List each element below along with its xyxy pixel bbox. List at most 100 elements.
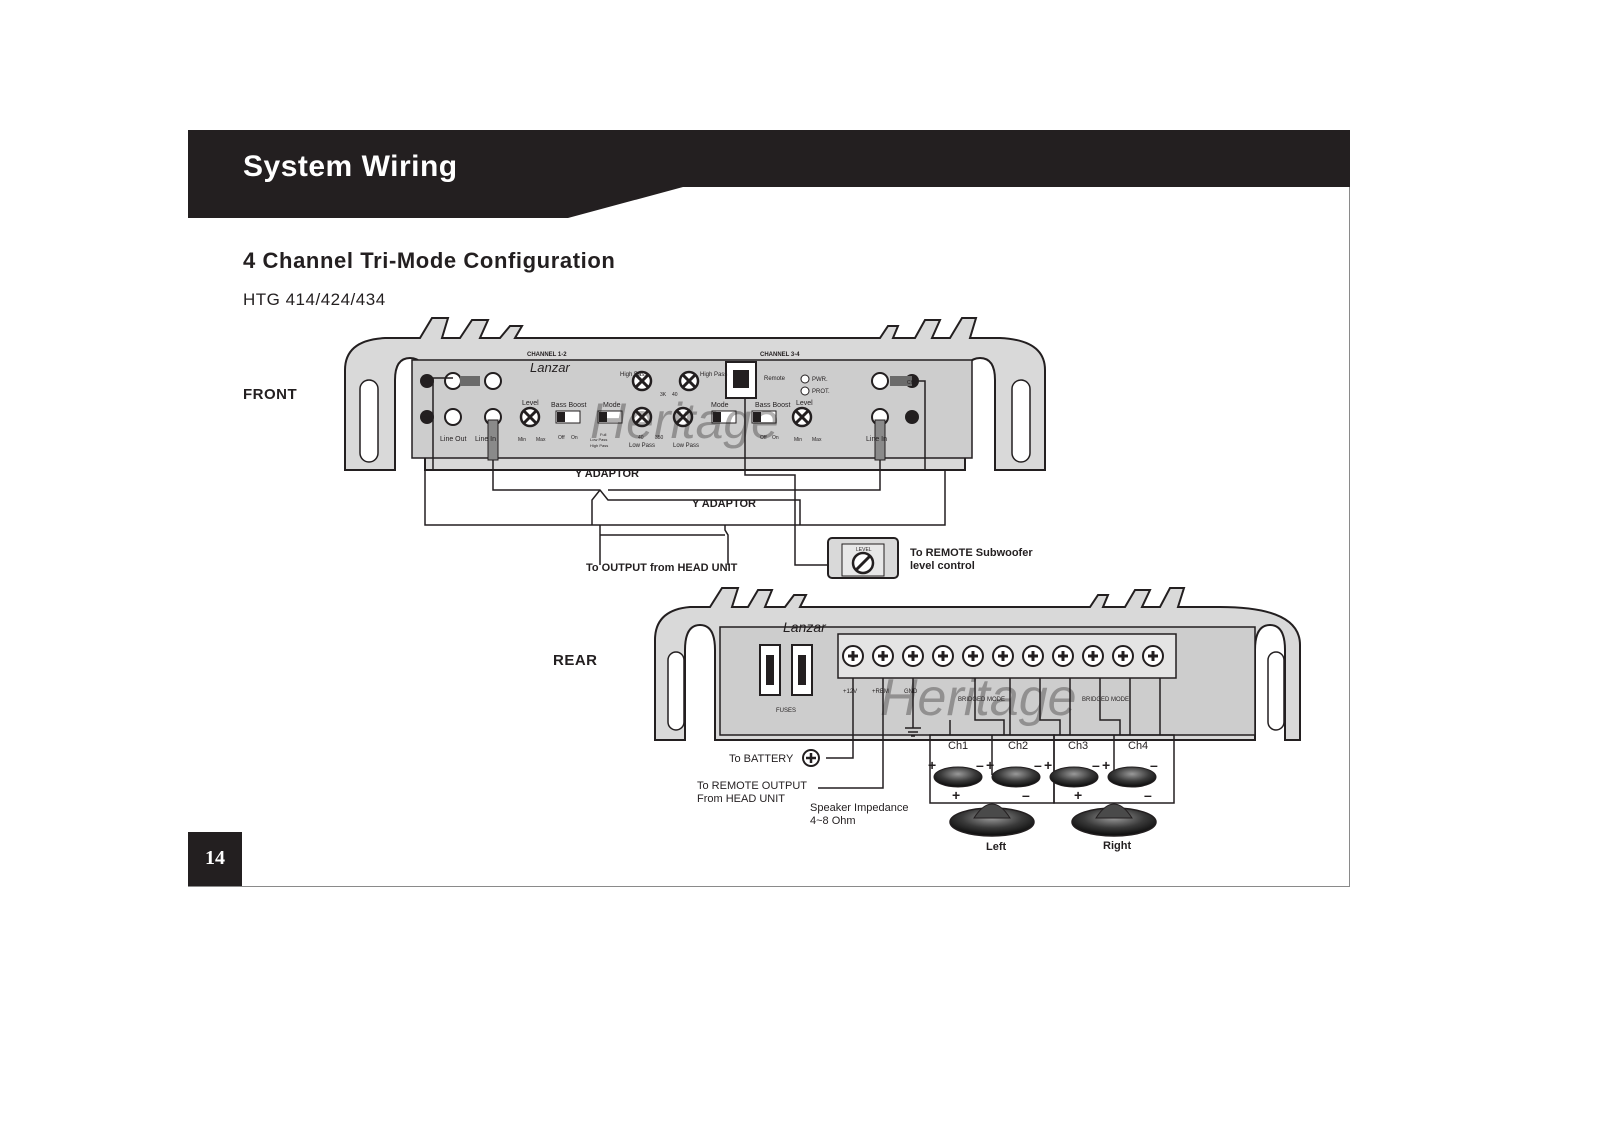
rem-label: +REM bbox=[872, 689, 889, 695]
terminal-screw-cross bbox=[998, 651, 1008, 661]
remote-knob-label: LEVEL bbox=[856, 547, 872, 553]
remote-sub-label-2: level control bbox=[910, 560, 975, 572]
low-pass-label: Low Pass bbox=[673, 443, 699, 449]
speaker-plus-label: + bbox=[952, 787, 960, 803]
page-title: System Wiring bbox=[243, 150, 458, 183]
line-in-label: Line In bbox=[475, 436, 496, 443]
terminal-screw-cross bbox=[938, 651, 948, 661]
y-adaptor-label-1: Y ADAPTOR bbox=[575, 468, 639, 480]
fuses-label: FUSES bbox=[776, 708, 796, 714]
ch3-label: Ch3 bbox=[907, 380, 916, 386]
mode-label: Mode bbox=[603, 402, 621, 409]
speaker-left-cone bbox=[973, 803, 1011, 819]
gnd-label: GND bbox=[904, 689, 918, 695]
min-label: Min bbox=[794, 437, 802, 443]
rear-ch3-label: Ch3 bbox=[1068, 740, 1088, 752]
brand-logo-front: Lanzar bbox=[530, 360, 570, 375]
freq-40-label: 40 bbox=[638, 435, 644, 441]
speaker-minus-label: – bbox=[976, 757, 984, 773]
rca-line-out-2-icon bbox=[444, 408, 462, 426]
bass-boost-label: Bass Boost bbox=[551, 402, 586, 409]
plus12v-label: +12V bbox=[843, 689, 857, 695]
speaker-minus-label: – bbox=[1150, 757, 1158, 773]
full-label: Full bbox=[600, 432, 607, 437]
level-knob-icon bbox=[791, 406, 813, 428]
ch4-label: Ch4 bbox=[907, 416, 916, 422]
power-led-icon bbox=[800, 374, 810, 384]
rear-ch1-label: Ch1 bbox=[948, 740, 968, 752]
speaker-ch4-icon bbox=[1107, 766, 1157, 788]
front-amplifier: CHANNEL 1-2 CHANNEL 3-4 Lanzar Heritage … bbox=[344, 317, 1046, 471]
min-label: Min bbox=[518, 437, 526, 443]
low-pass-small-label: Low Pass bbox=[590, 437, 607, 442]
max-label: Max bbox=[812, 437, 822, 443]
terminal-screw-cross bbox=[908, 651, 918, 661]
terminal-screw-cross bbox=[848, 651, 858, 661]
rear-ch2-label: Ch2 bbox=[1008, 740, 1028, 752]
speaker-impedance-label-2: 4~8 Ohm bbox=[810, 815, 856, 827]
speaker-ch2-icon bbox=[991, 766, 1041, 788]
level-label: Level bbox=[522, 400, 539, 407]
header-band bbox=[188, 130, 1350, 218]
brand-logo-rear: Lanzar bbox=[783, 619, 827, 635]
rca-line-in-3-icon bbox=[871, 372, 889, 390]
left-speaker-label: Left bbox=[986, 841, 1007, 853]
rear-label: REAR bbox=[553, 652, 598, 669]
mode-label: Mode bbox=[711, 402, 729, 409]
remote-sub-label-1: To REMOTE Subwoofer bbox=[910, 547, 1033, 559]
high-pass-small-label: High Pass bbox=[590, 443, 608, 448]
right-speaker-label: Right bbox=[1103, 840, 1131, 852]
rca-line-out-1-icon bbox=[444, 372, 462, 390]
speaker-right-cone bbox=[1095, 803, 1133, 819]
line-out-label: Line Out bbox=[440, 436, 467, 443]
terminal-screw-cross bbox=[968, 651, 978, 661]
low-pass-label: Low Pass bbox=[629, 443, 655, 449]
max-label: Max bbox=[536, 437, 546, 443]
line-in-label: Line In bbox=[866, 436, 887, 443]
terminal-screw-cross bbox=[1088, 651, 1098, 661]
terminal-screw-cross bbox=[878, 651, 888, 661]
rca-line-in-1-icon bbox=[484, 372, 502, 390]
front-label: FRONT bbox=[243, 386, 298, 403]
model-numbers: HTG 414/424/434 bbox=[243, 290, 386, 309]
speaker-ch1-icon bbox=[933, 766, 983, 788]
speaker-plus-label: + bbox=[1102, 757, 1110, 773]
rear-ch4-label: Ch4 bbox=[1128, 740, 1148, 752]
terminal-screw-cross bbox=[1058, 651, 1068, 661]
terminal-screw-cross bbox=[1118, 651, 1128, 661]
freq-350-label: 350 bbox=[655, 435, 664, 441]
ch2-label: Ch2 bbox=[422, 416, 431, 422]
terminal-screw-cross bbox=[1148, 651, 1158, 661]
on-label: On bbox=[571, 435, 578, 441]
speaker-plus-label: + bbox=[928, 757, 936, 773]
channel-3-4-label: CHANNEL 3-4 bbox=[760, 352, 800, 358]
ch1-indicator-icon bbox=[420, 374, 434, 388]
remote-level-knob-icon: LEVEL bbox=[827, 537, 899, 579]
speaker-ch3-icon bbox=[1049, 766, 1099, 788]
prot-label: PROT. bbox=[812, 389, 830, 395]
to-output-head-unit-label: To OUTPUT from HEAD UNIT bbox=[586, 562, 738, 574]
high-pass-label: High Pass bbox=[620, 372, 647, 378]
rca-plug-icon bbox=[460, 376, 480, 386]
speaker-minus-label: – bbox=[1092, 757, 1100, 773]
bridged-mode-label-2: BRIDGED MODE bbox=[1082, 697, 1129, 703]
to-battery-label: To BATTERY bbox=[729, 753, 794, 765]
high-pass-label: High Pass bbox=[700, 372, 727, 378]
protect-led-icon bbox=[800, 386, 810, 396]
ch2-indicator-icon bbox=[420, 410, 434, 424]
ch4-indicator-icon bbox=[905, 410, 919, 424]
page-number-box bbox=[188, 832, 242, 886]
speaker-minus-label: – bbox=[1034, 757, 1042, 773]
speaker-impedance-label-1: Speaker Impedance bbox=[810, 802, 908, 814]
page-number: 14 bbox=[205, 847, 225, 869]
speaker-plus-label: + bbox=[986, 757, 994, 773]
to-remote-output-label-1: To REMOTE OUTPUT bbox=[697, 780, 807, 792]
speaker-plus-label: + bbox=[1044, 757, 1052, 773]
low-pass-knob-icon bbox=[672, 406, 694, 428]
off-label: Off bbox=[760, 435, 767, 441]
level-label: Level bbox=[796, 400, 813, 407]
rca-plug-icon bbox=[890, 376, 912, 386]
rear-wiring bbox=[818, 678, 1161, 789]
freq-3k-label: 3K bbox=[660, 392, 667, 398]
